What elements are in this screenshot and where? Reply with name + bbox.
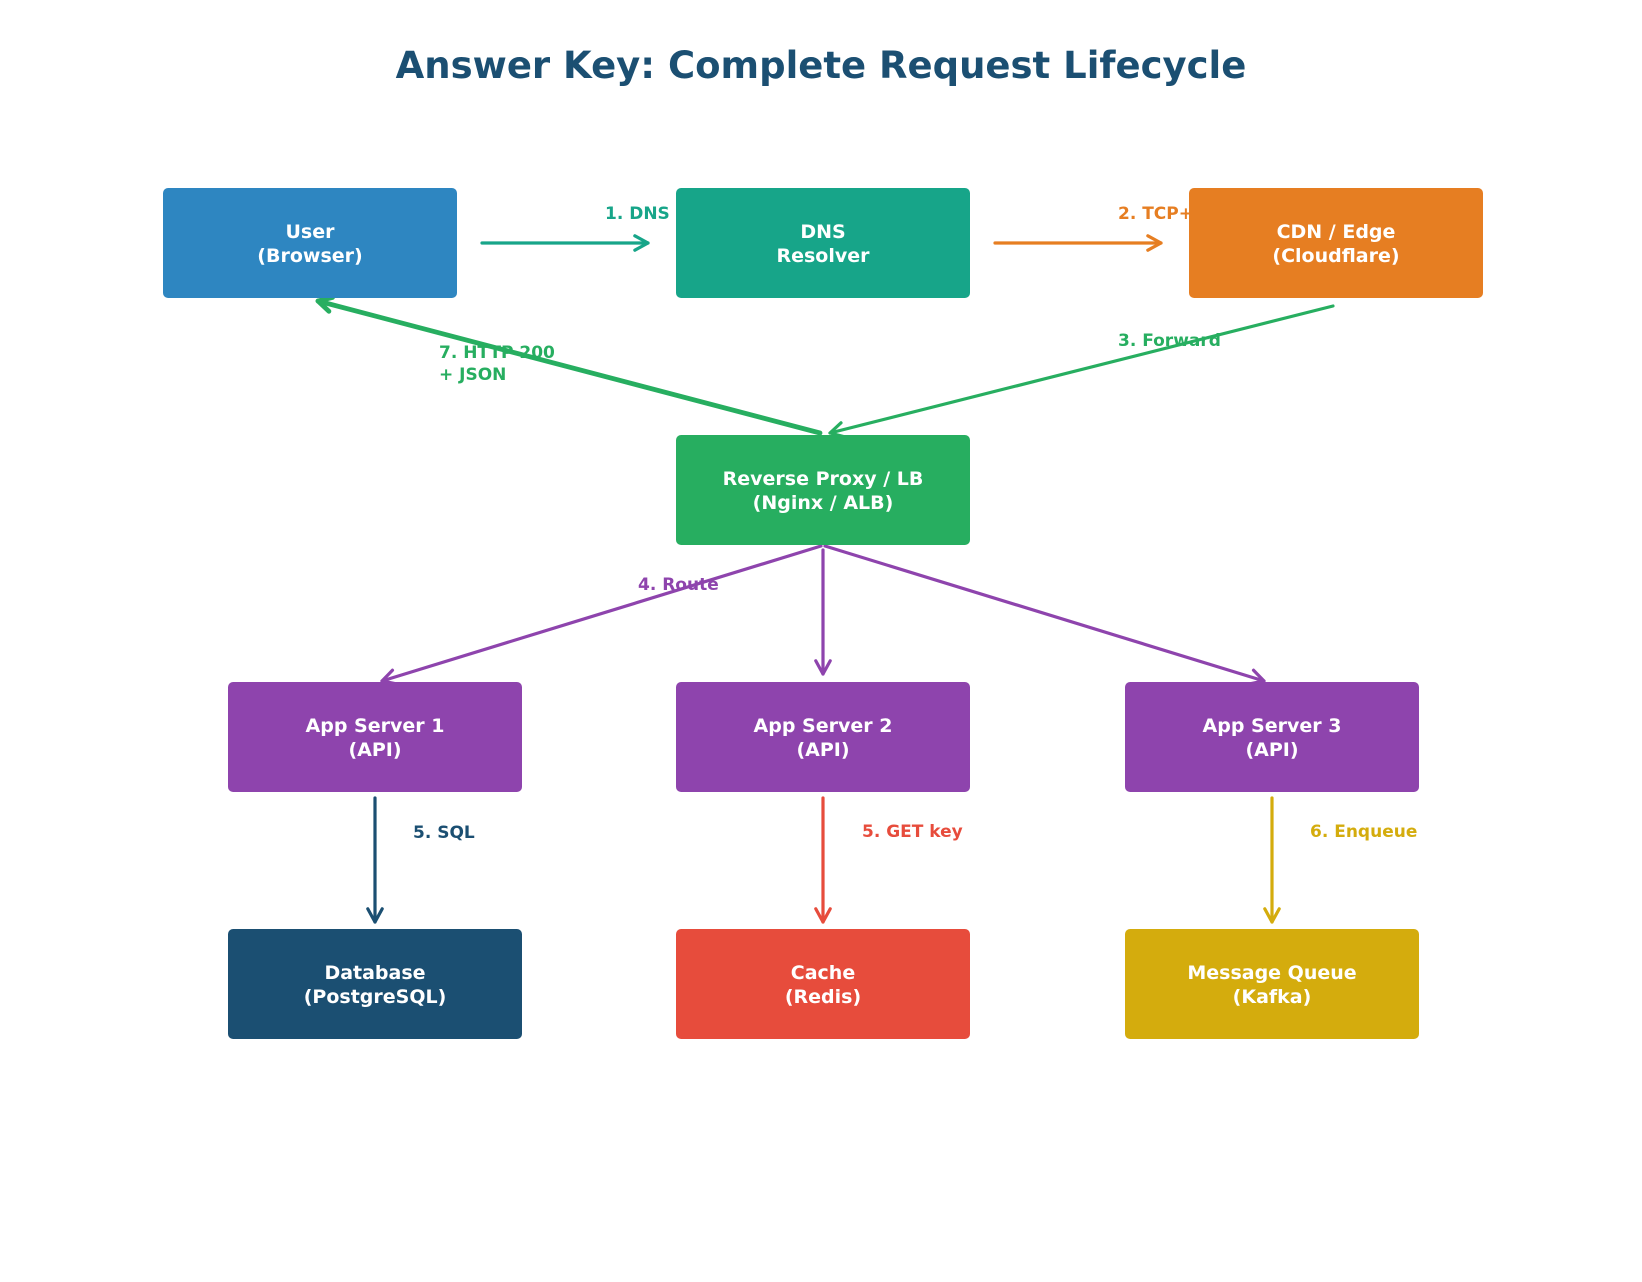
edge-dns-to-cdn <box>993 234 1163 252</box>
edge-proxy-to-user <box>315 294 823 436</box>
edge-label: 2. TCP+ <box>1118 204 1193 224</box>
node-label: App Server 1(API) <box>306 715 445 761</box>
node-label: App Server 2(API) <box>754 715 893 761</box>
node-label: Database(PostgreSQL) <box>304 962 447 1008</box>
arrowhead-icon <box>814 907 832 924</box>
edge-label: 7. HTTP 200+ JSON <box>439 343 555 385</box>
edge-proxy-to-app1 <box>380 544 823 686</box>
node-db: Database(PostgreSQL) <box>228 929 522 1039</box>
node-app1: App Server 1(API) <box>228 682 522 792</box>
diagram-title: Answer Key: Complete Request Lifecycle <box>395 44 1247 87</box>
edge-label: 4. Route <box>638 575 719 595</box>
edge-label: 3. Forward <box>1118 331 1221 351</box>
edge-label: 6. Enqueue <box>1310 822 1417 842</box>
node-proxy: Reverse Proxy / LB(Nginx / ALB) <box>676 435 970 545</box>
arrowhead-icon <box>366 907 384 924</box>
arrowhead-icon <box>1146 234 1163 252</box>
node-app3: App Server 3(API) <box>1125 682 1419 792</box>
edge-cdn-to-proxy <box>828 304 1335 439</box>
node-label: Reverse Proxy / LB(Nginx / ALB) <box>723 468 924 514</box>
arrowhead-icon <box>315 294 335 314</box>
node-label: Cache(Redis) <box>785 962 861 1008</box>
node-label: App Server 3(API) <box>1203 715 1342 761</box>
edge-app3-to-mq <box>1263 796 1281 924</box>
edge-proxy-to-app2 <box>814 548 832 676</box>
node-cache: Cache(Redis) <box>676 929 970 1039</box>
edge-label: 5. SQL <box>413 823 475 843</box>
node-cdn: CDN / Edge(Cloudflare) <box>1189 188 1483 298</box>
edge-user-to-dns <box>480 234 650 252</box>
edge-label: 1. DNS <box>605 204 670 224</box>
edge-app2-to-cache <box>814 796 832 924</box>
node-label: CDN / Edge(Cloudflare) <box>1272 221 1399 267</box>
node-label: User(Browser) <box>257 221 362 267</box>
edge-proxy-to-app3 <box>823 544 1266 686</box>
edge-label: 5. GET key <box>862 822 963 842</box>
arrowhead-icon <box>814 659 832 676</box>
edge-app1-to-db <box>366 796 384 924</box>
arrowhead-icon <box>1263 907 1281 924</box>
node-user: User(Browser) <box>163 188 457 298</box>
node-mq: Message Queue(Kafka) <box>1125 929 1419 1039</box>
arrowhead-icon <box>633 234 650 252</box>
node-app2: App Server 2(API) <box>676 682 970 792</box>
node-label: Message Queue(Kafka) <box>1187 962 1356 1008</box>
